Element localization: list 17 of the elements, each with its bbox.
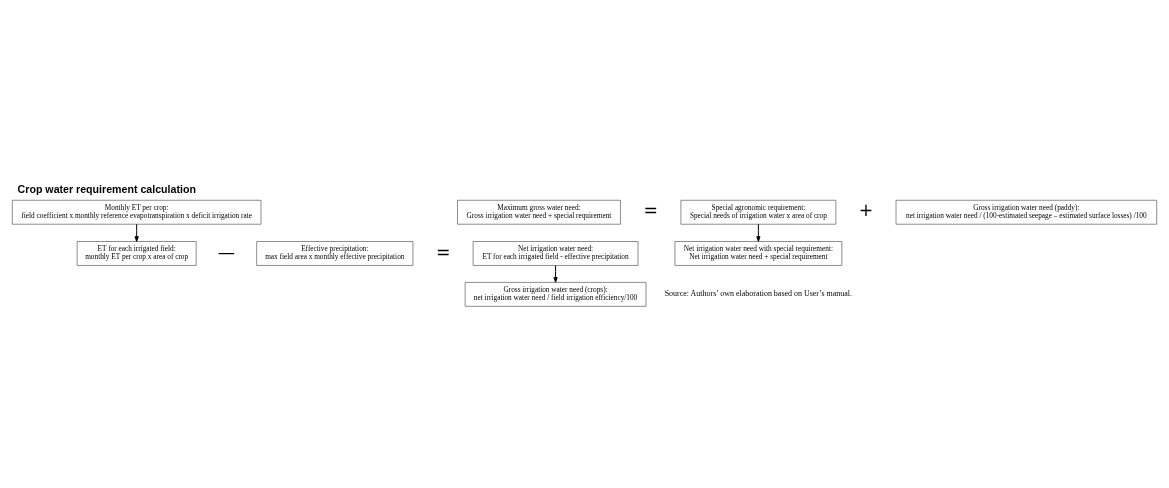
diagram-title: Crop water requirement calculation bbox=[17, 182, 196, 195]
label: = bbox=[435, 241, 451, 262]
arrow bbox=[553, 264, 558, 283]
label: — bbox=[217, 241, 236, 262]
node-box: Maximum gross water need: Gross irrigation water need + special requirement bbox=[457, 199, 621, 225]
arrow bbox=[756, 223, 761, 242]
node-box: Monthly ET per crop: field coefficient x monthly reference evapotranspiration x deficit irrigation rate bbox=[12, 199, 262, 225]
node-box: Net irrigation water need: ET for each irrigated field - effective precipitation bbox=[472, 240, 639, 266]
arrow bbox=[134, 223, 139, 242]
node-box: Net irrigation water need with special requirement: Net irrigation water need + special requirement bbox=[674, 240, 843, 266]
label: = bbox=[643, 199, 658, 220]
node-box: Effective precipitation: max field area x monthly effective precipitation bbox=[256, 240, 414, 266]
node-box: ET for each irrigated field: monthly ET per crop x area of crop bbox=[76, 240, 197, 266]
node-box: Special agronomic requirement: Special needs of irrigation water x area of crop bbox=[680, 199, 837, 225]
node-box: Gross irrigation water need (paddy): net irrigation water need / (100-estimated seepage – estimated surface losses) /100 bbox=[895, 199, 1157, 225]
node-box: Gross irrigation water need (crops): net irrigation water need / field irrigation efficiency/100 bbox=[464, 281, 647, 307]
label: + bbox=[858, 199, 874, 220]
